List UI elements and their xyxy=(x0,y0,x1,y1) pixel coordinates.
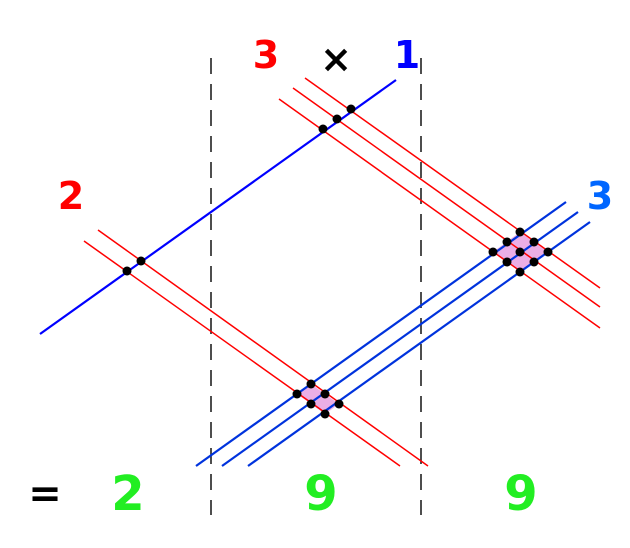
dot xyxy=(320,409,330,419)
dot xyxy=(332,114,342,124)
dot xyxy=(502,237,512,247)
red-line-2b xyxy=(83,240,401,467)
equals-sign: = xyxy=(28,471,62,517)
dot xyxy=(543,247,553,257)
dot xyxy=(136,256,146,266)
dot xyxy=(529,257,539,267)
blue-line-1 xyxy=(39,79,397,335)
top-right-digit: 1 xyxy=(394,33,420,77)
dot xyxy=(502,257,512,267)
dot xyxy=(529,237,539,247)
dot xyxy=(292,389,302,399)
dot xyxy=(515,227,525,237)
dot xyxy=(515,247,525,257)
dot xyxy=(306,399,316,409)
dot xyxy=(488,247,498,257)
blue-line-3b xyxy=(221,211,579,467)
blue-line-3a xyxy=(195,201,567,467)
top-left-digit: 3 xyxy=(253,33,279,77)
dot xyxy=(306,379,316,389)
red-line-2a xyxy=(97,229,429,467)
dot xyxy=(346,104,356,114)
left-digit: 2 xyxy=(58,174,84,218)
fill-lower xyxy=(297,384,339,414)
column-dividers xyxy=(210,58,422,515)
result-digit-3: 9 xyxy=(504,466,537,522)
dot xyxy=(122,266,132,276)
red-line-3c xyxy=(278,98,601,329)
intersection-dots xyxy=(122,104,553,419)
result-digit-1: 2 xyxy=(111,466,144,522)
dot xyxy=(334,399,344,409)
result-digit-2: 9 xyxy=(304,466,337,522)
blue-lines xyxy=(39,79,591,467)
red-line-3b xyxy=(292,87,601,308)
blue-line-3c xyxy=(247,221,591,467)
right-digit: 3 xyxy=(587,174,613,218)
dot xyxy=(515,267,525,277)
times-sign: × xyxy=(320,37,352,81)
dot xyxy=(320,389,330,399)
dot xyxy=(318,124,328,134)
